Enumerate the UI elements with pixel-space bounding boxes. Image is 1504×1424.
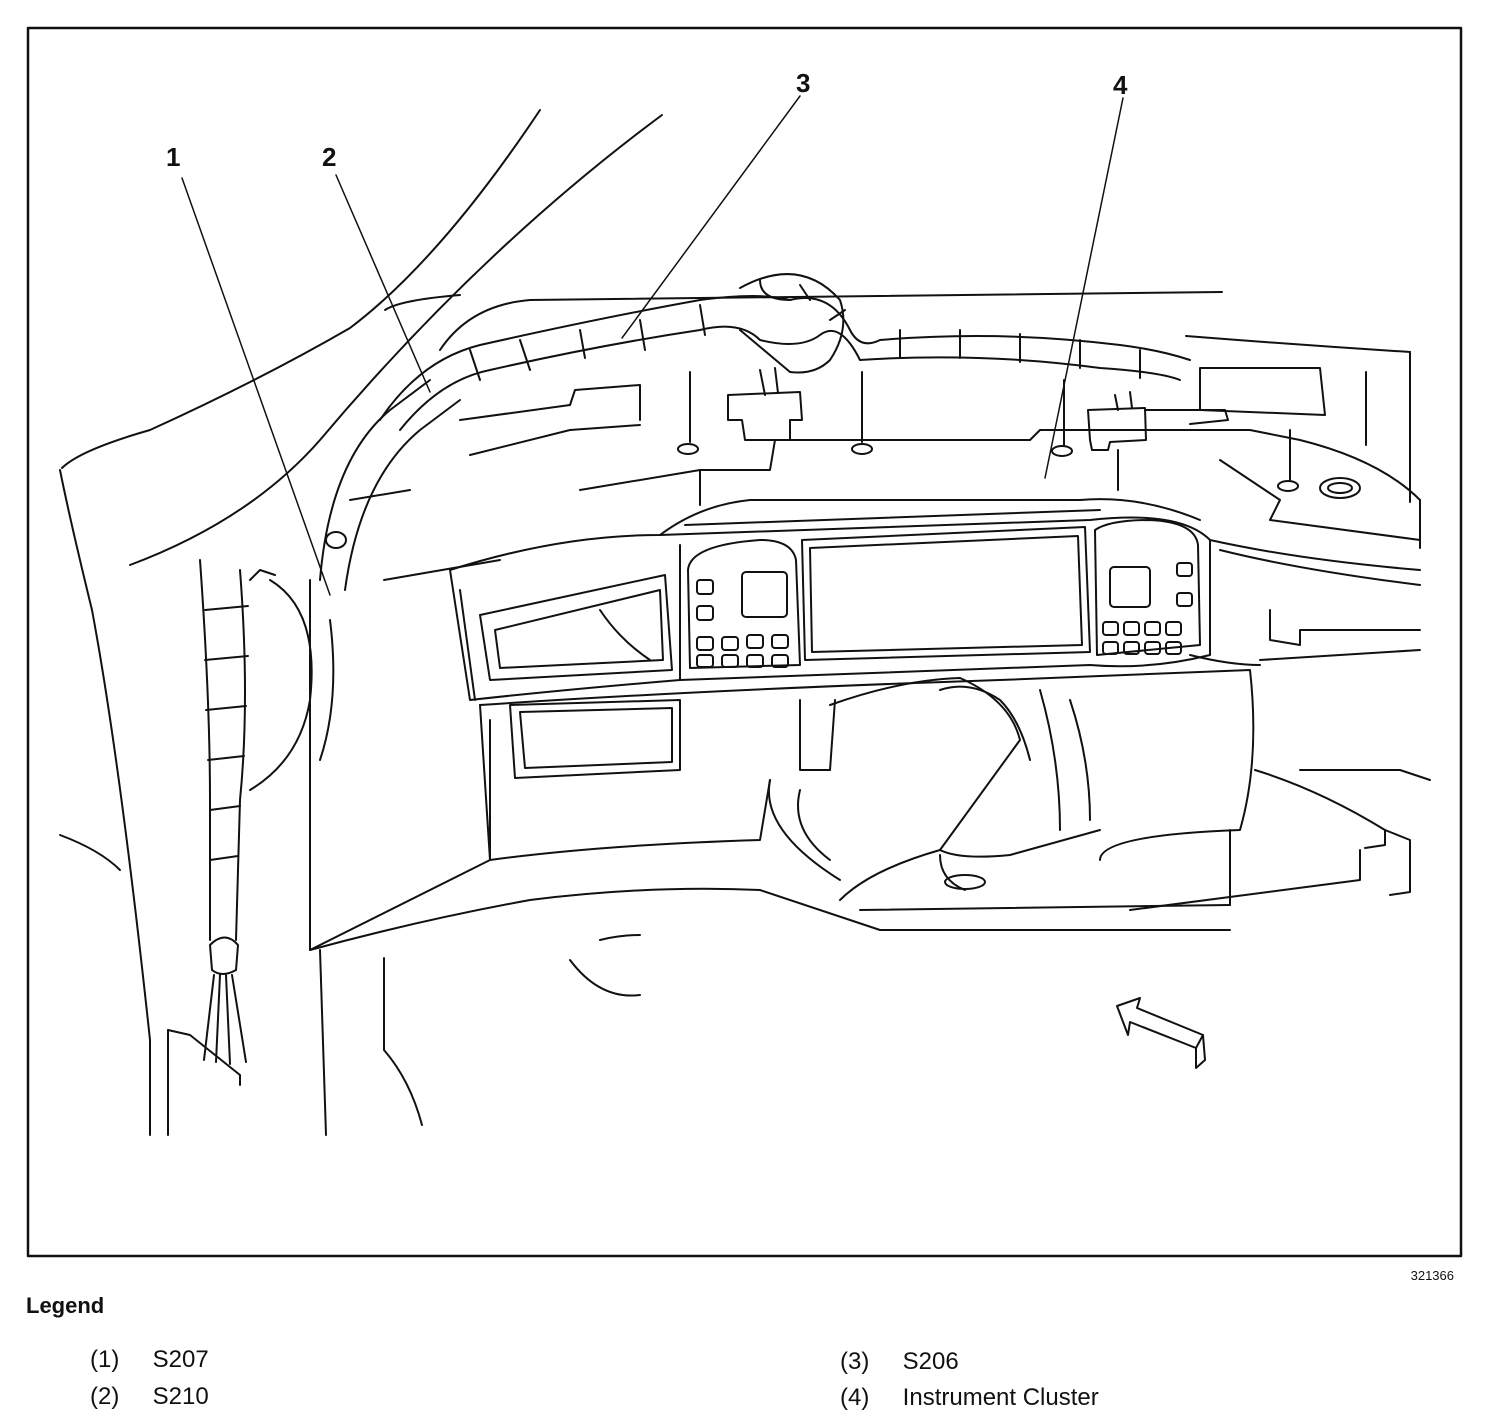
connector-right (1087, 407, 1147, 451)
leader-line-2 (335, 174, 431, 393)
legend-item-label: Instrument Cluster (902, 1384, 1099, 1411)
legend-item-number: (2) (90, 1383, 120, 1410)
cluster-display (801, 526, 1091, 661)
legend-item: (1) S207 (90, 1346, 209, 1374)
leader-line-4 (1044, 97, 1124, 479)
callout-3: 3 (796, 68, 810, 98)
left-harness (199, 559, 211, 941)
leader-line-3 (621, 95, 801, 339)
legend-item-label: S207 (152, 1346, 209, 1373)
steering-column (829, 677, 1021, 901)
front-arrow (1116, 997, 1204, 1049)
legend-item-label: S210 (152, 1383, 209, 1410)
legend-item: (4) Instrument Cluster (840, 1384, 1099, 1412)
connector-left (727, 391, 803, 441)
legend-item-number: (3) (840, 1348, 870, 1375)
figure-id: 321366 (1410, 1268, 1454, 1283)
callout-1: 1 (166, 142, 180, 172)
pillar-post (319, 949, 327, 1136)
wiring-diagram: 1 2 3 4 (26, 26, 1463, 1258)
legend-item-number: (4) (840, 1384, 870, 1411)
windshield-edge (61, 109, 541, 469)
instrument-cluster (449, 516, 1211, 701)
legend-title: Legend (26, 1293, 105, 1318)
leader-line-1 (181, 177, 331, 596)
legend-item-label: S206 (902, 1348, 959, 1375)
diagram-frame (26, 26, 1463, 1258)
legend-item: (3) S206 (840, 1348, 959, 1376)
wiring-harness (379, 295, 1191, 421)
a-pillar (59, 469, 151, 1136)
callout-2: 2 (322, 142, 336, 172)
legend-item: (2) S210 (90, 1383, 209, 1411)
legend-item-number: (1) (90, 1346, 120, 1373)
callout-4: 4 (1113, 70, 1128, 100)
